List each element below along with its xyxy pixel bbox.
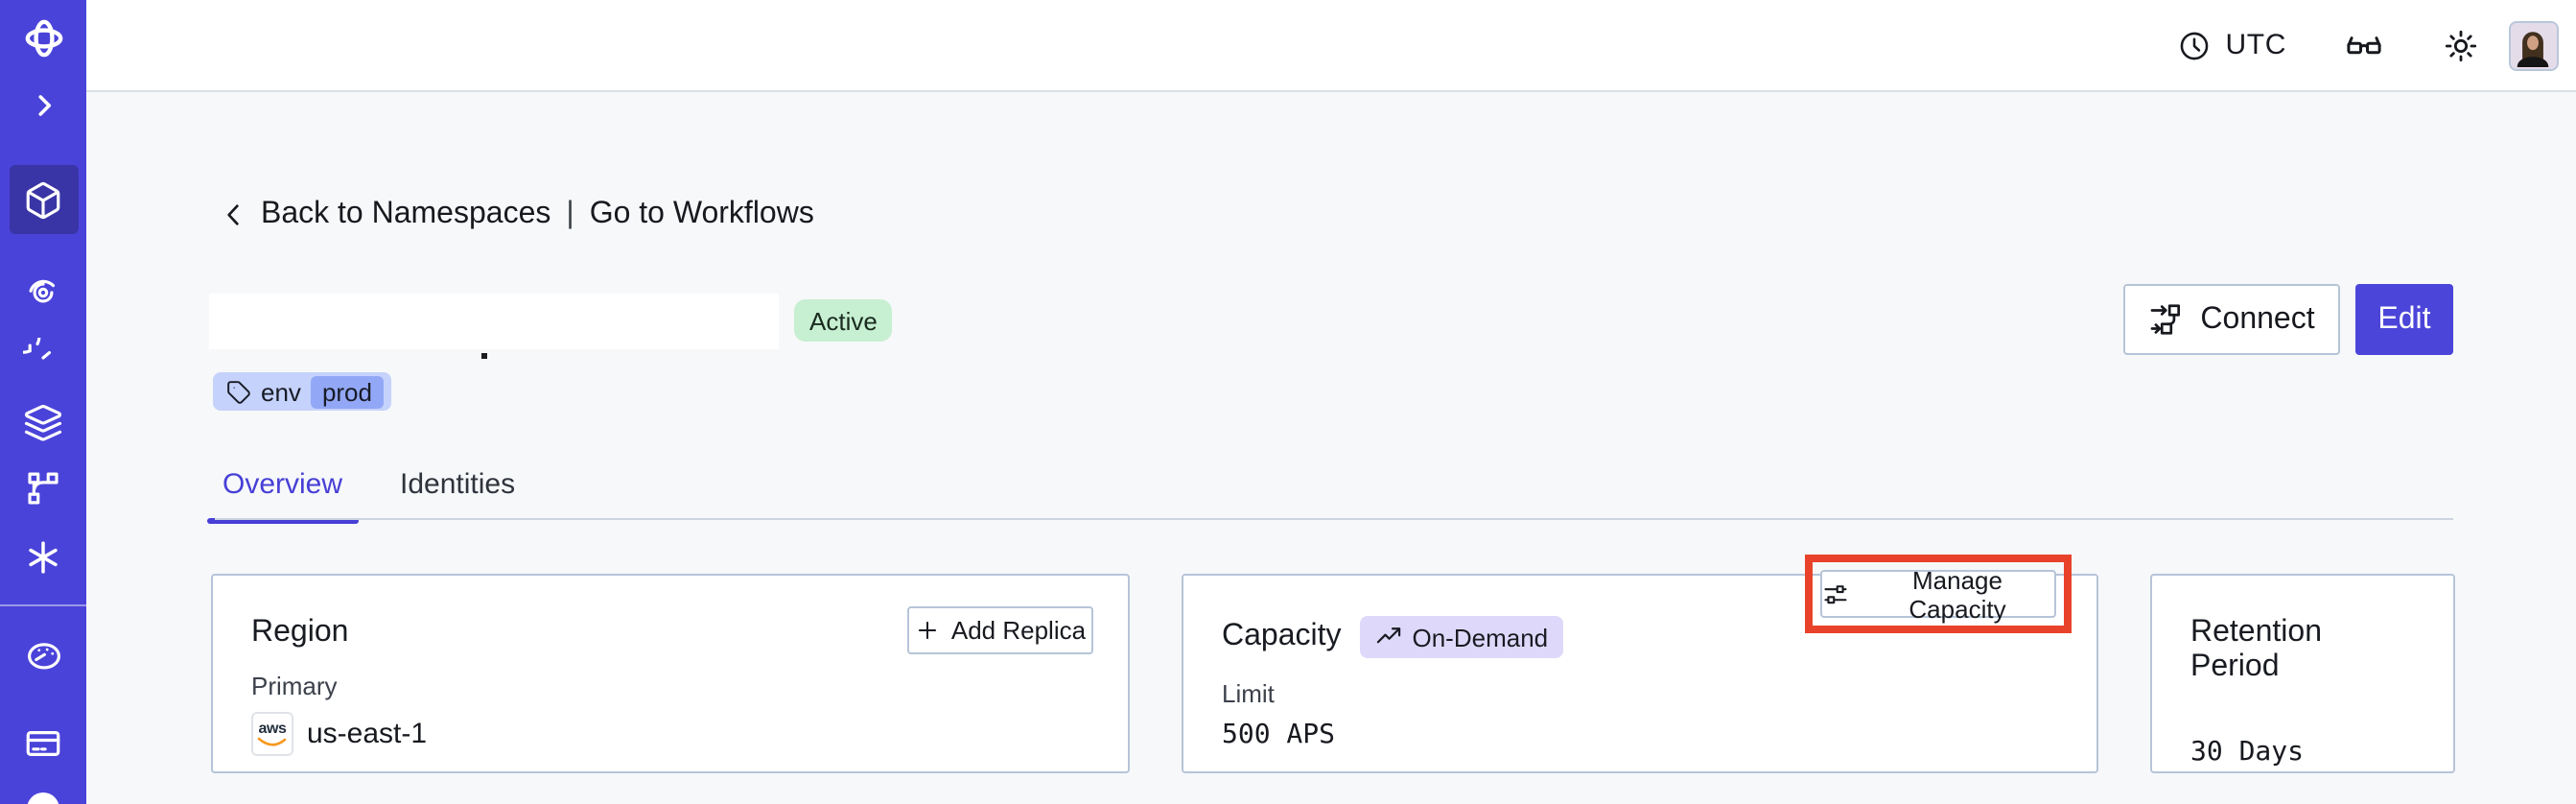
edit-button[interactable]: Edit — [2355, 284, 2453, 355]
region-card: Region Add Replica Primary aws us-east-1 — [211, 574, 1130, 773]
sidebar — [0, 0, 86, 804]
annotation-highlight-box: Manage Capacity — [1805, 555, 2072, 633]
connect-label: Connect — [2200, 302, 2315, 335]
region-card-title: Region — [251, 616, 349, 649]
tag-icon — [227, 380, 250, 403]
breadcrumb-workflows-link[interactable]: Go to Workflows — [589, 198, 814, 230]
glasses-icon[interactable] — [2344, 25, 2384, 65]
add-replica-label: Add Replica — [950, 616, 1087, 645]
temporal-logo-icon[interactable] — [0, 0, 86, 77]
manage-capacity-label: Manage Capacity — [1909, 565, 2006, 623]
plus-icon — [918, 621, 936, 640]
breadcrumb-back-link[interactable]: Back to Namespaces — [261, 198, 551, 230]
namespace-tag[interactable]: env prod — [213, 372, 391, 411]
tab-bar: Overview Identities — [207, 468, 523, 524]
on-demand-label: On-Demand — [1412, 623, 1549, 651]
tab-identities[interactable]: Identities — [400, 468, 516, 501]
clock-icon — [2178, 28, 2213, 62]
avatar[interactable] — [2509, 20, 2559, 70]
cards-row: Region Add Replica Primary aws us-east-1 — [211, 555, 2455, 773]
schedules-icon — [23, 337, 52, 359]
nexus-icon — [29, 540, 58, 573]
breadcrumb-separator: | — [566, 198, 574, 230]
retention-card-title: Retention Period — [2190, 616, 2322, 683]
capacity-field-label: Limit — [1222, 679, 1275, 708]
namespaces-icon — [26, 180, 60, 219]
tag-value-chip: prod — [310, 375, 384, 408]
deployments-icon — [24, 403, 62, 440]
sidebar-item-workflows[interactable] — [0, 259, 86, 324]
region-value: us-east-1 — [307, 718, 428, 750]
tab-rule — [215, 518, 2453, 520]
topbar: UTC — [86, 0, 2576, 92]
retention-value: 30 Days — [2190, 737, 2305, 768]
connect-icon — [2151, 304, 2181, 335]
aws-icon: aws — [251, 712, 293, 756]
breadcrumb: Back to Namespaces | Go to Workflows — [219, 198, 814, 232]
sidebar-divider — [0, 604, 86, 606]
aws-label: aws — [258, 719, 287, 736]
trending-up-icon — [1377, 627, 1401, 644]
capacity-value: 500 APS — [1222, 720, 1336, 750]
manage-capacity-button[interactable]: Manage Capacity — [1820, 565, 2056, 623]
batch-operations-icon — [28, 471, 59, 504]
sidebar-item-nexus[interactable] — [0, 524, 86, 589]
sidebar-item-usage[interactable] — [0, 622, 86, 687]
timezone-selector[interactable]: UTC — [2178, 28, 2286, 62]
header-actions: Connect Edit — [2123, 284, 2453, 355]
redaction-artifact — [481, 353, 487, 359]
billing-icon — [26, 730, 60, 755]
connect-button[interactable]: Connect — [2123, 284, 2340, 355]
status-badge: Active — [794, 299, 893, 342]
add-replica-button[interactable]: Add Replica — [907, 606, 1093, 654]
sun-icon[interactable] — [2442, 26, 2480, 64]
sidebar-item-deployments[interactable] — [0, 390, 86, 455]
back-chevron-icon[interactable] — [219, 200, 249, 230]
capacity-card: Capacity On-Demand Manage Ca — [1182, 555, 2098, 773]
support-icon-partial[interactable] — [27, 792, 59, 804]
sidebar-item-namespaces[interactable] — [9, 165, 78, 234]
workflows-icon — [29, 278, 56, 302]
tag-key: env — [261, 377, 301, 406]
sidebar-expand-button[interactable] — [0, 77, 86, 134]
sidebar-item-batch-operations[interactable] — [0, 455, 86, 520]
sidebar-item-schedules[interactable] — [0, 324, 86, 390]
namespace-name-redacted — [209, 294, 779, 349]
on-demand-badge: On-Demand — [1360, 616, 1564, 658]
capacity-card-title: Capacity — [1222, 620, 1342, 652]
usage-icon — [27, 642, 59, 669]
retention-card: Retention Period 30 Days — [2150, 574, 2455, 773]
timezone-label: UTC — [2225, 29, 2286, 61]
sidebar-item-billing[interactable] — [0, 710, 86, 775]
tab-overview[interactable]: Overview — [207, 468, 358, 524]
edit-label: Edit — [2377, 302, 2431, 335]
main-content: Back to Namespaces | Go to Workflows Act… — [86, 92, 2576, 804]
sliders-icon — [1824, 584, 1847, 603]
region-field-label: Primary — [251, 672, 338, 700]
